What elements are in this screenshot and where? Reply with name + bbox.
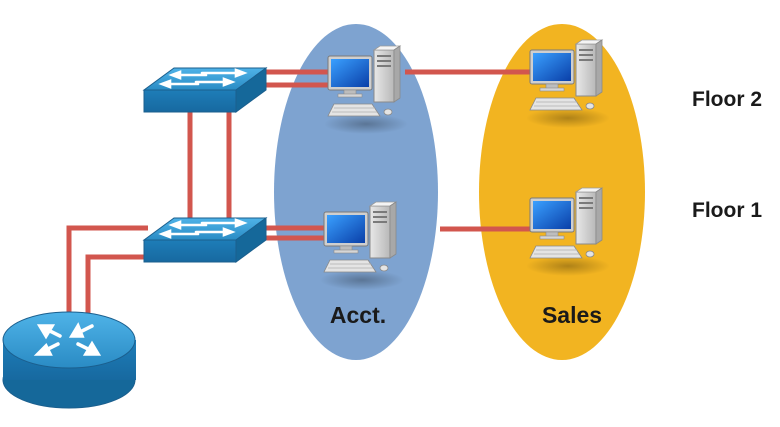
floor-2-label: Floor 2 — [692, 88, 762, 111]
computer-icon — [525, 39, 611, 129]
sales-vlan-ellipse — [479, 24, 645, 360]
computer-icon — [319, 201, 405, 291]
switch-icon — [142, 216, 268, 264]
floor-1-label: Floor 1 — [692, 199, 762, 222]
computer-icon — [323, 45, 409, 135]
switch-icon — [142, 66, 268, 114]
acct-label: Acct. — [330, 302, 386, 328]
computer-icon — [525, 187, 611, 277]
sales-label: Sales — [542, 302, 602, 328]
router-icon — [2, 311, 136, 409]
